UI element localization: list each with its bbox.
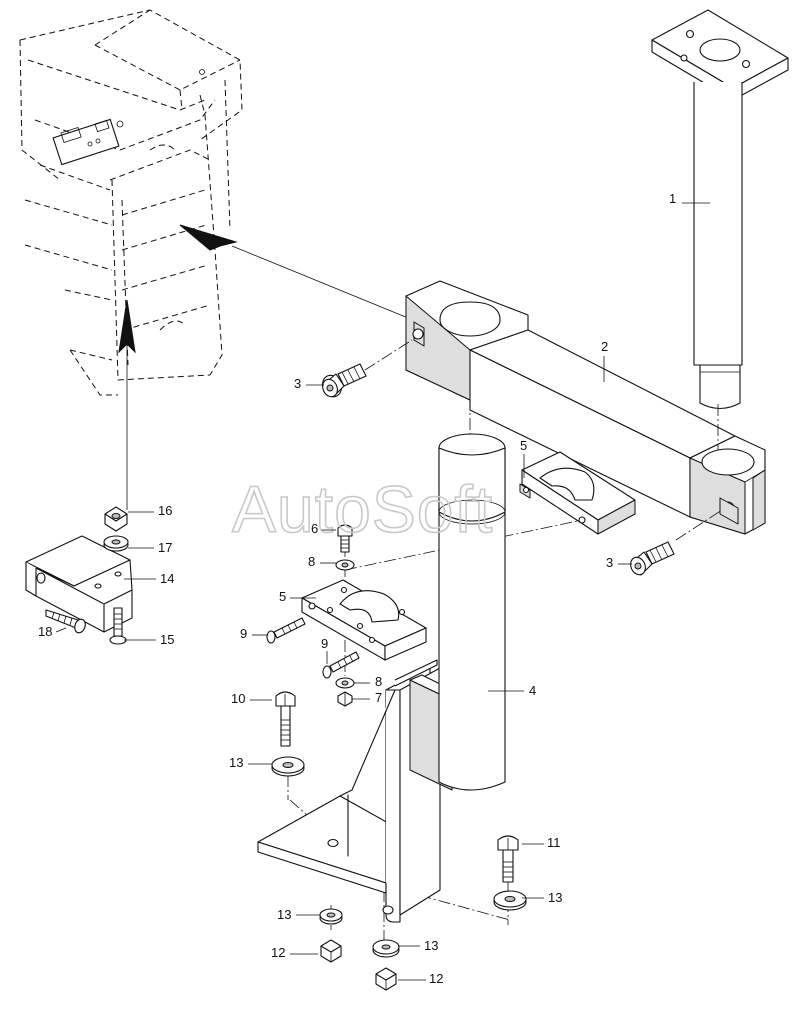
watermark: AutoSoft <box>232 472 493 546</box>
callout-label-c14: 14 <box>160 571 174 586</box>
callout-label-c11: 11 <box>547 835 561 850</box>
part-9-screw-left <box>266 617 306 644</box>
part-16-nut <box>104 506 128 532</box>
callout-label-c12a: 12 <box>271 945 285 960</box>
part-2-swing-arm <box>405 280 766 535</box>
callout-label-c7: 7 <box>375 690 382 705</box>
callout-label-c9b: 9 <box>321 636 328 651</box>
part-1-upper-post <box>651 9 789 410</box>
callout-label-c1: 1 <box>669 191 676 206</box>
callout-label-c4: 4 <box>529 683 536 698</box>
callout-label-c17: 17 <box>158 540 172 555</box>
callout-label-c12b: 12 <box>429 971 443 986</box>
callout-label-c10: 10 <box>231 691 245 706</box>
part-5-clamp-upper <box>519 451 636 535</box>
part-18-screw <box>45 609 86 634</box>
callout-label-c13b: 13 <box>548 890 562 905</box>
part-3-screw-lower <box>630 541 675 576</box>
part-13-washer-b <box>493 890 527 911</box>
part-12-nut-a <box>320 939 342 963</box>
part-15-screw <box>109 607 127 645</box>
callout-label-c6: 6 <box>311 521 318 536</box>
callout-label-c3b: 3 <box>606 555 613 570</box>
part-8-washer-upper <box>335 559 355 571</box>
callout-label-c13c: 13 <box>277 907 291 922</box>
callout-label-c13a: 13 <box>229 755 243 770</box>
part-4-column-base <box>257 433 506 923</box>
part-3-screw-upper <box>322 363 367 398</box>
callout-label-c8b: 8 <box>375 674 382 689</box>
part-14-bracket <box>25 535 133 633</box>
callout-label-c8a: 8 <box>308 554 315 569</box>
callout-leader-c18 <box>55 627 67 633</box>
part-13-washer-c <box>319 908 343 925</box>
part-8-washer-lower <box>335 677 355 689</box>
callout-label-c3a: 3 <box>294 376 301 391</box>
part-9-screw-right <box>322 651 360 679</box>
callout-label-c9a: 9 <box>240 626 247 641</box>
callout-label-c15: 15 <box>160 632 174 647</box>
callout-label-c16: 16 <box>158 503 172 518</box>
part-7-nut <box>337 691 353 707</box>
part-6-bolt <box>337 524 353 553</box>
part-11-bolt <box>497 835 519 883</box>
part-10-bolt <box>275 691 296 747</box>
mounting-arrows <box>118 224 414 510</box>
part-13-washer-a <box>271 756 305 777</box>
callout-label-c13d: 13 <box>424 938 438 953</box>
machine-housing <box>19 9 243 396</box>
part-5-clamp-lower <box>301 579 427 661</box>
callout-label-c18: 18 <box>38 624 52 639</box>
part-12-nut-b <box>375 967 397 991</box>
callout-label-c5a: 5 <box>520 438 527 453</box>
part-17-washer <box>103 535 129 552</box>
callout-label-c2: 2 <box>601 339 608 354</box>
part-13-washer-d <box>372 939 400 958</box>
callout-label-c5b: 5 <box>279 589 286 604</box>
